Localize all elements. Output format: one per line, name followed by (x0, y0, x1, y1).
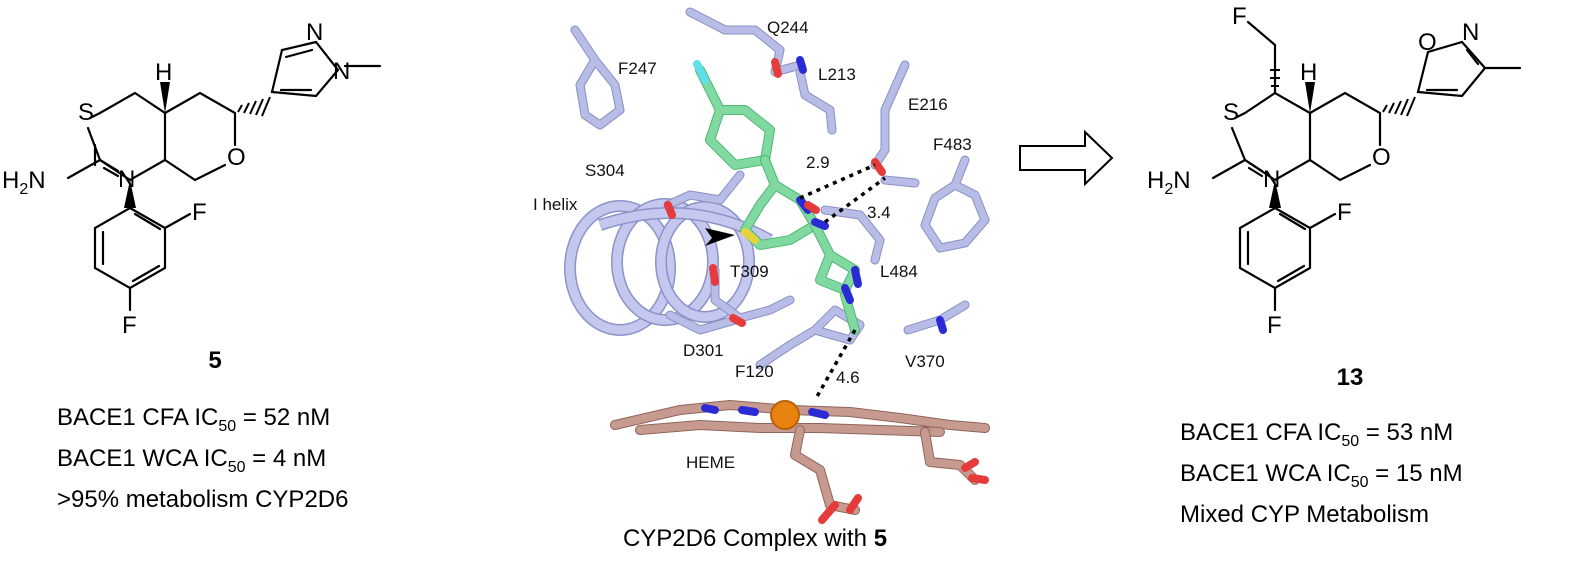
property-line: >95% metabolism CYP2D6 (57, 486, 348, 513)
distance-label: 2.9 (806, 153, 830, 172)
iron-atom (770, 400, 800, 430)
heme-group (610, 400, 990, 524)
distance-label: 4.6 (836, 368, 860, 387)
residue-label-s304: S304 (585, 161, 625, 180)
atom-sulfur-left: S (78, 99, 94, 126)
protein-complex-render (564, 7, 990, 524)
distance-label: 3.4 (867, 203, 891, 222)
residue-label-f247: F247 (618, 59, 657, 78)
property-line: BACE1 WCA IC50 = 15 nM (1180, 460, 1463, 491)
atom-oxygen-left: O (227, 144, 246, 171)
atom-hydrogen-left: H (155, 59, 172, 86)
atom-oxygen-isoxazole-right: O (1418, 29, 1437, 56)
distance-dash (813, 329, 857, 401)
atom-nitrogen-pyrazole2-left: N (333, 58, 350, 85)
property-line: BACE1 CFA IC50 = 53 nM (1180, 419, 1453, 450)
helix-label: I helix (533, 195, 578, 214)
atom-fluorine-ortho-right: F (1337, 199, 1352, 226)
atom-fluorine-top-right: F (1232, 3, 1247, 30)
atom-fluorine-para-right: F (1267, 312, 1282, 339)
property-line: BACE1 WCA IC50 = 4 nM (57, 445, 326, 476)
atom-hydrogen-right: H (1300, 59, 1317, 86)
residue-label-e216: E216 (908, 95, 948, 114)
ligand-sticks (693, 60, 862, 335)
heme-label: HEME (686, 453, 735, 472)
atom-nitrogen-ring-right: N (1263, 166, 1280, 193)
right-arrow-icon (1019, 129, 1114, 187)
residue-label-f120: F120 (735, 362, 774, 381)
complex-caption: CYP2D6 Complex with 5 (623, 525, 887, 552)
atom-fluorine-ortho-left: F (192, 199, 207, 226)
residue-label-v370: V370 (905, 352, 945, 371)
property-line: Mixed CYP Metabolism (1180, 501, 1429, 528)
compound-5-properties: BACE1 CFA IC50 = 52 nM BACE1 WCA IC50 = … (57, 404, 348, 513)
atom-oxygen-ring-right: O (1372, 144, 1391, 171)
atom-nitrogen-isoxazole-right: N (1462, 19, 1479, 46)
property-line: BACE1 CFA IC50 = 52 nM (57, 404, 330, 435)
atom-fluorine-para-left: F (122, 312, 137, 339)
pointer-arrow-icon (705, 228, 735, 246)
compound-13-properties: BACE1 CFA IC50 = 53 nM BACE1 WCA IC50 = … (1180, 419, 1463, 528)
residue-label-t309: T309 (730, 262, 769, 281)
compound-13-structure (1211, 20, 1522, 312)
residue-label-q244: Q244 (767, 18, 809, 37)
hbond-dash (823, 176, 887, 224)
residue-label-l213: L213 (818, 65, 856, 84)
amine-group-left: H2N (2, 167, 46, 198)
compound-13-label: 13 (1337, 364, 1364, 391)
atom-sulfur-right: S (1223, 99, 1239, 126)
residue-heteroatoms (664, 56, 947, 334)
compound-5-structure (66, 40, 382, 312)
atom-nitrogen-pyrazole1-left: N (306, 19, 323, 46)
residue-label-d301: D301 (683, 341, 724, 360)
residue-label-l484: L484 (880, 262, 918, 281)
amine-group-right: H2N (1147, 167, 1191, 198)
residue-label-f483: F483 (933, 135, 972, 154)
compound-5-label: 5 (208, 347, 221, 374)
atom-nitrogen-ring-left: N (118, 166, 135, 193)
